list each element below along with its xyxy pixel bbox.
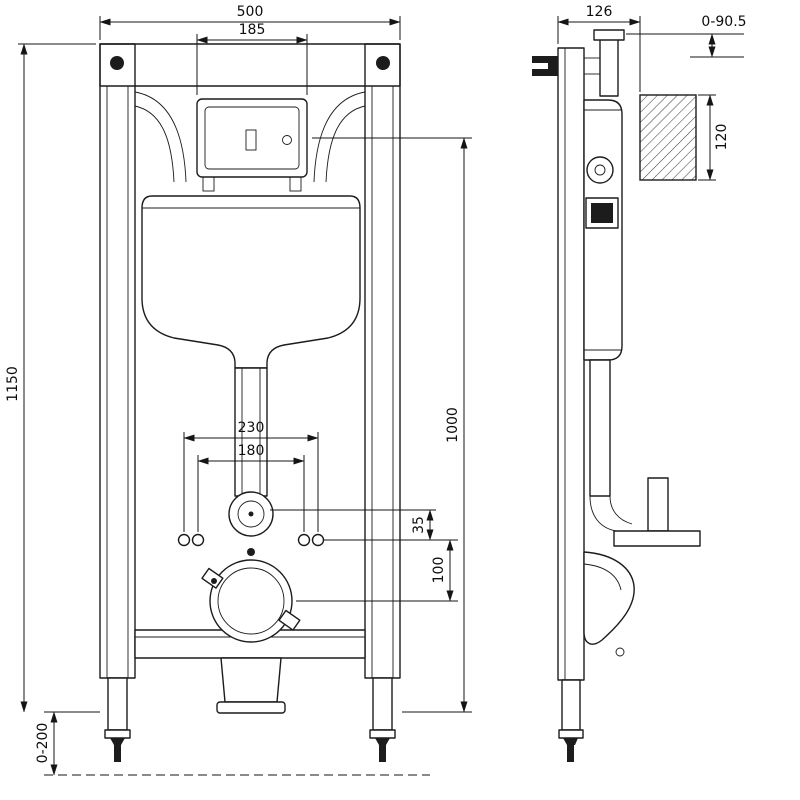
right-rail bbox=[364, 43, 401, 679]
plate-clip bbox=[289, 176, 302, 192]
dim-label-leg-adjustment: 0-200 bbox=[35, 723, 51, 764]
dim-label-fixing-outer: 230 bbox=[238, 420, 265, 436]
dim-fixing-outer: 230 bbox=[183, 420, 319, 532]
side-pipe bbox=[589, 359, 611, 497]
side-leg bbox=[558, 679, 584, 762]
dim-top-bracket-adjustment: 0-90.5 bbox=[626, 14, 747, 58]
side-cistern bbox=[583, 99, 623, 361]
dim-label-drain-offset: 100 bbox=[431, 557, 447, 584]
dim-drain-offset: 100 bbox=[296, 539, 458, 602]
dim-label-top-bracket-adjustment: 0-90.5 bbox=[701, 14, 746, 30]
inlet-connection bbox=[586, 156, 614, 184]
hatched-rail-section bbox=[639, 94, 697, 181]
cistern bbox=[141, 195, 361, 369]
left-anchor-bolt-icon bbox=[110, 738, 125, 745]
dim-label-plate-width: 185 bbox=[239, 22, 266, 38]
left-leg bbox=[107, 677, 128, 731]
right-leg bbox=[372, 677, 393, 731]
corner-screw-icon bbox=[110, 56, 124, 70]
side-outlet-assembly bbox=[583, 477, 701, 657]
support-legs bbox=[104, 677, 396, 762]
side-anchor-bolt-icon bbox=[563, 738, 578, 745]
corner-screw-icon bbox=[376, 56, 390, 70]
dim-frame-height: 1150 bbox=[5, 43, 100, 713]
dim-label-mount-rail-height: 120 bbox=[714, 124, 730, 151]
left-rail bbox=[99, 43, 136, 679]
drain-pipe-lower bbox=[216, 657, 286, 714]
dim-outlet-offset: 35 bbox=[270, 509, 458, 541]
wall-anchor-bracket bbox=[532, 29, 625, 97]
flush-elbow bbox=[228, 491, 274, 556]
dim-label-fixing-inner: 180 bbox=[238, 443, 265, 459]
flush-plate-frame bbox=[196, 98, 308, 178]
right-anchor-bolt-icon bbox=[375, 738, 390, 745]
clamp-tab bbox=[201, 567, 224, 589]
dim-leg-adjustment: 0-200 bbox=[35, 711, 58, 776]
front-view: 500 185 1150 1000 230 bbox=[5, 4, 472, 776]
top-crossbar bbox=[99, 43, 401, 87]
wall-mount-rail bbox=[639, 94, 697, 181]
dim-label-frame-height: 1150 bbox=[5, 366, 21, 402]
side-view: 126 0-90.5 120 bbox=[532, 4, 747, 762]
flush-plate bbox=[196, 98, 308, 192]
dim-label-plate-center-height: 1000 bbox=[445, 407, 461, 443]
side-frame bbox=[557, 47, 585, 681]
support-arms bbox=[134, 91, 366, 183]
flush-button-slot bbox=[245, 129, 257, 151]
dim-plate-center-height: 1000 bbox=[312, 137, 472, 713]
flush-pipe bbox=[234, 367, 268, 497]
dim-label-front-width: 500 bbox=[237, 4, 264, 20]
dim-frame-depth: 126 bbox=[557, 4, 641, 92]
hook-bracket-icon bbox=[532, 56, 558, 76]
pan-bracket bbox=[647, 477, 669, 532]
mounting-plate bbox=[613, 530, 701, 547]
drain-outlet bbox=[201, 559, 301, 643]
plate-clip bbox=[202, 176, 215, 192]
flush-plate-hole bbox=[282, 135, 292, 145]
dim-label-frame-depth: 126 bbox=[586, 4, 613, 20]
drain-bend bbox=[583, 551, 635, 645]
dim-front-width: 500 bbox=[99, 4, 401, 40]
dim-label-outlet-offset: 35 bbox=[411, 516, 427, 534]
dim-plate-width: 185 bbox=[196, 22, 308, 95]
fixing-bolts bbox=[177, 533, 325, 547]
dim-fixing-inner: 180 bbox=[197, 443, 305, 532]
dim-mount-rail-height: 120 bbox=[698, 94, 730, 181]
clamp-tab bbox=[278, 609, 301, 631]
clamp-screw-icon bbox=[211, 578, 217, 584]
